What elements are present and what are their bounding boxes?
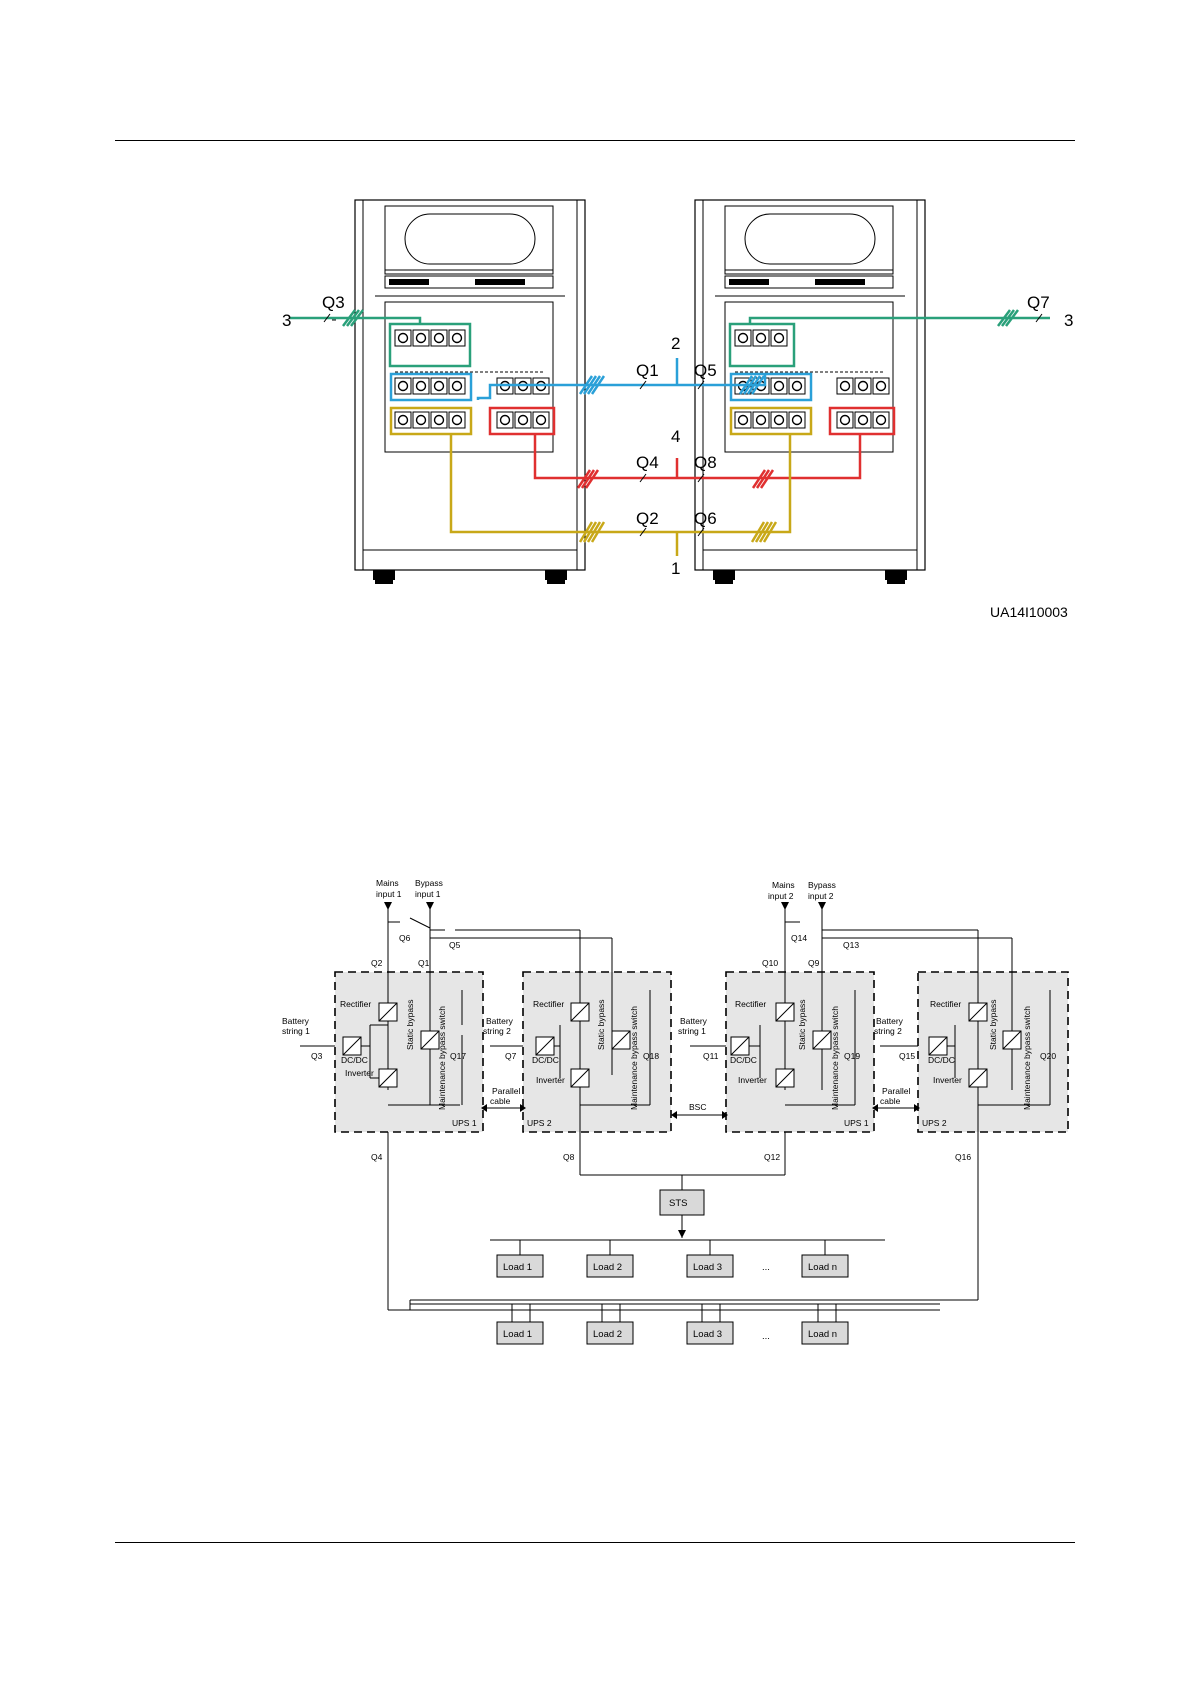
svg-text:Rectifier: Rectifier (735, 999, 766, 1009)
svg-text:Q18: Q18 (643, 1051, 659, 1061)
svg-text:Q2: Q2 (371, 958, 383, 968)
svg-text:Q10: Q10 (762, 958, 778, 968)
svg-text:DC/DC: DC/DC (730, 1055, 757, 1065)
svg-text:Q7: Q7 (505, 1051, 517, 1061)
ellipsis: ... (762, 1331, 770, 1342)
svg-text:Inverter: Inverter (536, 1075, 565, 1085)
svg-text:DC/DC: DC/DC (532, 1055, 559, 1065)
load-1-label: Load 1 (503, 1262, 532, 1273)
footer-rule (115, 1542, 1075, 1543)
svg-text:Q4: Q4 (371, 1152, 383, 1162)
svg-text:Maintenance bypass switch: Maintenance bypass switch (629, 1006, 639, 1110)
load-2-label: Load 2 (593, 1329, 622, 1340)
ups2-label: UPS 2 (922, 1118, 947, 1128)
svg-text:Q5: Q5 (449, 940, 461, 950)
svg-text:Rectifier: Rectifier (340, 999, 371, 1009)
svg-text:Q15: Q15 (899, 1051, 915, 1061)
svg-text:Q12: Q12 (764, 1152, 780, 1162)
bsc-label: BSC (689, 1102, 706, 1112)
svg-text:Q13: Q13 (843, 940, 859, 950)
svg-text:Q3: Q3 (311, 1051, 323, 1061)
ups1-label: UPS 1 (452, 1118, 477, 1128)
svg-text:Q20: Q20 (1040, 1051, 1056, 1061)
svg-text:Inverter: Inverter (345, 1068, 374, 1078)
svg-text:DC/DC: DC/DC (341, 1055, 368, 1065)
load-n-label: Load n (808, 1329, 837, 1340)
svg-text:Inverter: Inverter (738, 1075, 767, 1085)
svg-text:Q11: Q11 (703, 1051, 719, 1061)
svg-text:Q9: Q9 (808, 958, 820, 968)
ellipsis: ... (762, 1262, 770, 1273)
svg-text:Q8: Q8 (563, 1152, 575, 1162)
svg-text:Q6: Q6 (399, 933, 411, 943)
load-3-label: Load 3 (693, 1329, 722, 1340)
svg-text:Static bypass: Static bypass (405, 999, 415, 1050)
svg-text:Static bypass: Static bypass (596, 999, 606, 1050)
load-3-label: Load 3 (693, 1262, 722, 1273)
load-2-label: Load 2 (593, 1262, 622, 1273)
load-row-2: Load 1 Load 2 Load 3 Load n ... (497, 1322, 848, 1344)
svg-text:Rectifier: Rectifier (930, 999, 961, 1009)
parallel-system-diagram: STS Load 1 Load 2 Load 3 Load n ... Load… (0, 0, 1191, 1420)
svg-text:Maintenance bypass switch: Maintenance bypass switch (830, 1006, 840, 1110)
load-n-label: Load n (808, 1262, 837, 1273)
svg-text:DC/DC: DC/DC (928, 1055, 955, 1065)
svg-text:Q14: Q14 (791, 933, 807, 943)
svg-text:Q19: Q19 (844, 1051, 860, 1061)
svg-text:Rectifier: Rectifier (533, 999, 564, 1009)
svg-text:Inverter: Inverter (933, 1075, 962, 1085)
svg-text:Static bypass: Static bypass (988, 999, 998, 1050)
svg-text:Static bypass: Static bypass (797, 999, 807, 1050)
ups2-label: UPS 2 (527, 1118, 552, 1128)
svg-text:Maintenance bypass switch: Maintenance bypass switch (1022, 1006, 1032, 1110)
svg-text:Maintenance bypass switch: Maintenance bypass switch (437, 1006, 447, 1110)
svg-text:Q1: Q1 (418, 958, 430, 968)
svg-text:Q17: Q17 (450, 1051, 466, 1061)
svg-text:Q16: Q16 (955, 1152, 971, 1162)
ups1-label: UPS 1 (844, 1118, 869, 1128)
load-row-1: Load 1 Load 2 Load 3 Load n ... (497, 1255, 848, 1277)
load-1-label: Load 1 (503, 1329, 532, 1340)
sts-label: STS (669, 1198, 687, 1209)
